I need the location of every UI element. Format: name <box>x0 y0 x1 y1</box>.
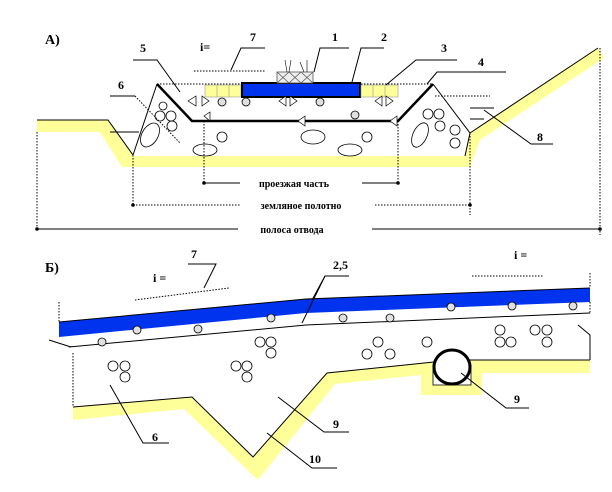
label-4: 4 <box>478 55 484 69</box>
ground-profile-line <box>72 361 435 458</box>
leaders-b <box>109 263 543 469</box>
section-b: Б) <box>45 247 591 480</box>
label-5: 5 <box>140 41 146 55</box>
label-b-9-pipe: 9 <box>514 392 520 406</box>
section-b-title: Б) <box>45 261 59 276</box>
label-3: 3 <box>441 41 447 55</box>
leaders-a <box>110 47 553 145</box>
pavement-band <box>59 288 590 337</box>
base-layer-line <box>68 312 591 348</box>
label-b-7: 7 <box>191 247 197 261</box>
embankment-left-slope <box>132 83 158 156</box>
section-a-title: А) <box>45 33 60 48</box>
dimension-subgrade: земляное полотно <box>261 201 342 212</box>
label-b-6: 6 <box>152 430 158 444</box>
slope-label-a: i= <box>200 40 210 54</box>
pavement-layer <box>241 82 361 98</box>
ground-left-outline <box>37 119 134 156</box>
dimension-carriageway: проезжая часть <box>259 179 330 190</box>
ground-left <box>37 48 604 167</box>
label-6: 6 <box>118 78 124 92</box>
slope-label-b-left: i = <box>153 271 166 285</box>
cut-slope <box>469 47 599 134</box>
label-b-10: 10 <box>309 452 321 466</box>
label-b-2-5: 2,5 <box>333 258 348 272</box>
soil-inclusions-a <box>140 95 461 157</box>
dimension-lines <box>35 48 602 235</box>
shoulder-right <box>360 84 399 98</box>
drain-pipe <box>432 348 472 386</box>
label-b-9: 9 <box>333 417 339 431</box>
label-2: 2 <box>381 30 387 44</box>
shoulder-left <box>204 84 242 98</box>
label-1: 1 <box>332 30 338 44</box>
ground-profile <box>73 360 590 480</box>
slope-label-b-right: i = <box>514 248 527 262</box>
section-b-edges <box>48 273 591 407</box>
embankment-inner-left <box>156 83 434 123</box>
embankment-right-slope <box>432 83 471 134</box>
vehicle-load-box <box>276 59 314 84</box>
soil-inclusions-b <box>97 301 578 383</box>
section-a: А) <box>35 30 604 236</box>
label-7: 7 <box>250 30 256 44</box>
label-8: 8 <box>537 130 543 144</box>
dimension-right-of-way: полоса отвода <box>260 225 323 236</box>
ground-right-edge <box>464 132 471 157</box>
